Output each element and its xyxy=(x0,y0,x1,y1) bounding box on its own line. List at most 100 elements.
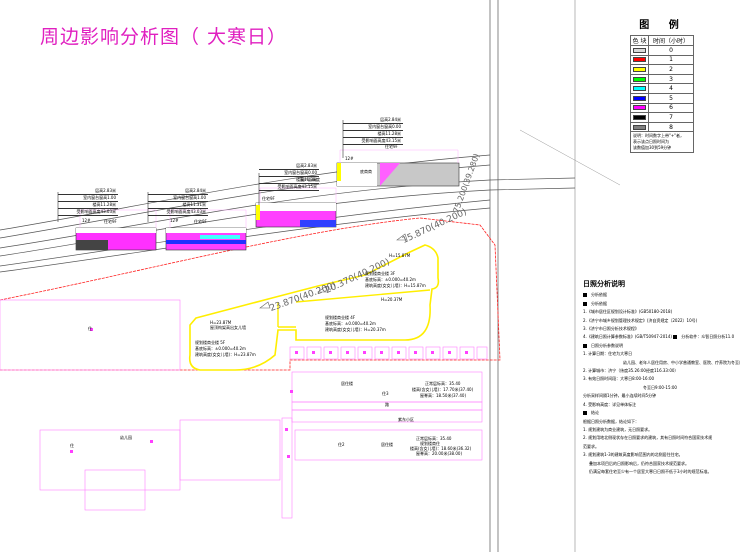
reference-item: 3.《济宁市日照分析技术规程》 xyxy=(583,326,639,332)
community-label: 紫东小区 xyxy=(398,417,414,422)
color-swatch-icon xyxy=(633,105,647,111)
conclusion-line: 叠加本项目后的日照影响后，仍符合国家技术规范要求。 xyxy=(589,460,689,466)
planned-b3-total-height: 建筑高度(女女儿墙)：H=23.87m xyxy=(195,352,256,357)
legend-swatch xyxy=(629,112,650,123)
building-3-sill: 室内窗台窗高0.00 xyxy=(259,170,319,177)
site-boundary-red xyxy=(0,217,501,371)
south-building-b-number: 住2 xyxy=(338,442,345,447)
legend-note-line: 表示该点日照时间为 xyxy=(633,139,669,145)
legend-title: 图 例 xyxy=(639,20,687,31)
conclusion-line: 范要求。 xyxy=(583,443,599,449)
building-2-affected: 受影响面高度43.03米 xyxy=(148,209,208,216)
legend-row: 8 xyxy=(629,121,694,133)
building-3-floor-height: 层高2.83米 xyxy=(259,163,319,170)
building-4-height: 楼高11.28米 xyxy=(343,131,403,138)
planned-b3-note: 屋顶构架高出女儿墙 xyxy=(210,325,246,330)
south-markers xyxy=(70,328,468,458)
section-heading: 分析依据 xyxy=(591,292,607,298)
legend-swatch xyxy=(629,64,650,75)
color-swatch-icon xyxy=(633,66,647,72)
southwest-building-label: 住 xyxy=(70,443,74,448)
building-3-height: 楼高11.3米 xyxy=(259,177,319,184)
legend-hours: 5 xyxy=(648,92,694,104)
legend-swatch xyxy=(629,121,650,133)
building-3-extra: 窗户面高度 xyxy=(300,177,320,182)
south-a-info: 正常层标高：35.40 xyxy=(425,381,461,386)
conclusion-line: 1. 规划建筑为商业建筑，无日照要求。 xyxy=(583,426,653,432)
legend-swatch xyxy=(629,54,650,66)
color-swatch-icon xyxy=(633,86,647,92)
building-1-sill: 室内窗台窗高1.00 xyxy=(58,195,118,202)
south-b-info: 正常层标高：35.40 xyxy=(416,436,452,441)
legend-col-color: 色 块 xyxy=(629,35,650,46)
south-b-info: 规划楼商住 xyxy=(420,441,440,446)
legend-swatch xyxy=(629,102,650,114)
legend-row: 1 xyxy=(629,54,694,66)
legend-row: 6 xyxy=(629,102,694,114)
legend-row: 0 xyxy=(629,45,694,56)
section-heading: 结论 xyxy=(591,410,599,416)
building-2-sill: 室内窗台窗高1.00 xyxy=(148,195,208,202)
legend-hours: 1 xyxy=(648,54,694,66)
planned-b1-name: 规划楼商业楼 3F xyxy=(365,271,396,276)
conclusion-line: 2. 规划用地北侧现状存在日照要求的建筑，其有日照时间符合国家技术规 xyxy=(583,435,713,441)
building-3-name: 住宅9F xyxy=(262,196,275,201)
legend-hours: 2 xyxy=(648,64,694,75)
reference-item: 1.《城市居住区规划设计标准》(GB50180-2018) xyxy=(583,309,673,315)
legend-note: 说明：时间数字上带"+"者， 表示该点日照时间为 该数值加30到59分钟 xyxy=(630,132,694,154)
section-basis-2: 分析依据 xyxy=(583,300,740,308)
planned-b2-total-height: 建筑高度(女女儿墙)：H=20.37m xyxy=(325,327,386,332)
param-line: 3. 有效日照时间段：大寒日8:00-16:00 xyxy=(583,376,655,382)
legend-swatch xyxy=(629,92,650,104)
page-title: 周边影响分析图（ 大寒日） xyxy=(40,26,288,48)
color-swatch-icon xyxy=(633,124,647,130)
planned-b2-base: 基底标高：±0.000=40.2m xyxy=(325,321,376,326)
software-label: 分析软件：众智日照分析11.0 xyxy=(681,334,735,340)
building-1-tag: 12# xyxy=(82,218,91,223)
legend-hours: 6 xyxy=(648,102,694,114)
south-a-info: 楼高(含女儿墙)：17.70米(37.40) xyxy=(412,387,474,392)
building-4-extra: 底商商 xyxy=(360,169,372,174)
legend-swatch xyxy=(629,45,650,56)
building-2-name: 住宅9F xyxy=(194,219,207,224)
legend-swatch xyxy=(629,83,650,94)
reference-item: 4.《建筑日照计算参数标准》(GB/T50947-2014) xyxy=(583,334,672,340)
param-line: 4. 受影响高度：详见单体标注 xyxy=(583,401,637,407)
planned-b3-name: 规划楼商业楼 5F xyxy=(195,340,226,345)
south-path-label: 路 xyxy=(385,402,389,407)
color-swatch-icon xyxy=(633,95,647,101)
building-2-tag: 12# xyxy=(170,218,179,223)
color-swatch-icon xyxy=(633,114,647,120)
building-4-tag: 12# xyxy=(345,156,354,161)
building-1-name: 住宅9F xyxy=(104,219,117,224)
reference-item: 2.《济宁市城乡规划管理技术规定》(济自资规定〔2022〕10号) xyxy=(583,317,698,323)
south-b-info: 楼高(含女儿墙)：18.60米(36.32) xyxy=(410,446,472,451)
west-building-label: 住 xyxy=(88,326,92,331)
kindergarten-label: 幼儿园 xyxy=(120,435,132,440)
building-4-affected: 受影响面高度43.15米 xyxy=(343,138,403,145)
south-b-info: 屋脊高：20.00米(38.00) xyxy=(416,451,463,456)
legend-row: 2 xyxy=(629,64,694,75)
legend-row: 5 xyxy=(629,92,694,104)
south-a-info: 屋脊高：18.50米(37.40) xyxy=(420,393,467,398)
legend-row: 7 xyxy=(629,112,694,123)
planned-b1-total-height: 建筑高度(女女儿墙)：H=15.87m xyxy=(365,283,426,288)
section-basis: 分析依据 xyxy=(583,291,740,299)
legend-row: 4 xyxy=(629,83,694,94)
building-1-affected: 受影响面高度43.03米 xyxy=(58,209,118,216)
planned-b3-height: H=23.87M xyxy=(210,320,232,325)
legend-hours: 7 xyxy=(648,112,694,123)
section-heading: 日照分析参数说明 xyxy=(591,342,623,348)
building-2-height: 楼高11.31米 xyxy=(148,202,208,209)
legend-hours: 0 xyxy=(648,45,694,56)
planned-b2-name: 规划楼商业楼 4F xyxy=(325,315,356,320)
color-swatch-icon xyxy=(633,76,647,82)
building-3-affected: 受影响面高度43.15米 xyxy=(259,184,319,191)
planned-b1-base: 基底标高：±0.000=40.2m xyxy=(365,277,416,282)
param-line: 分析采样间隔1分钟，最小连续时间5分钟 xyxy=(583,393,657,399)
south-buildings xyxy=(0,299,488,519)
color-swatch-icon xyxy=(633,57,647,63)
